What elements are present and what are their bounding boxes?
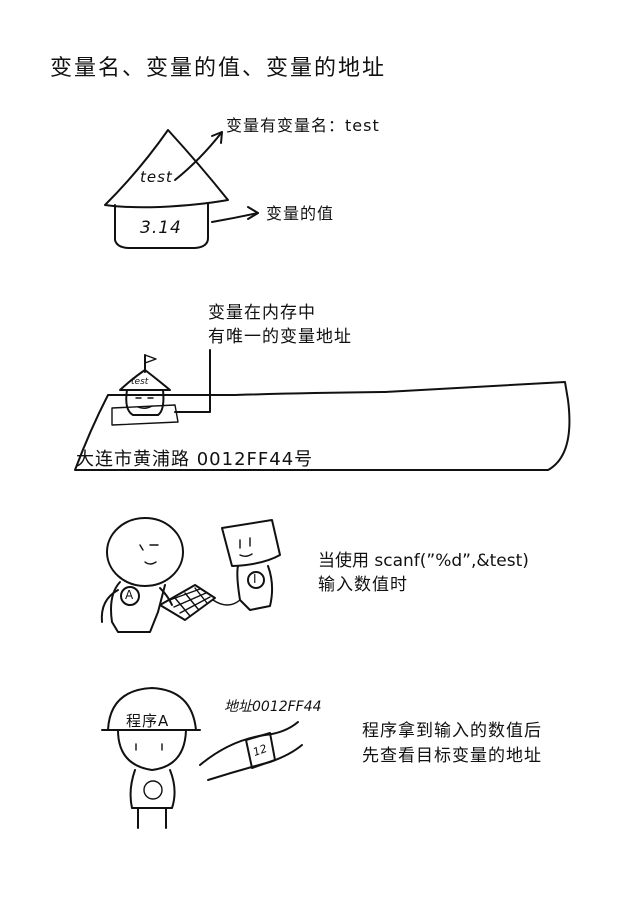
computer-monitor bbox=[221, 519, 281, 567]
input-caption-line1: 当使用 scanf(”%d”,&test) bbox=[318, 551, 529, 571]
small-house-body bbox=[125, 389, 165, 416]
helmet-label: 程序A bbox=[126, 712, 170, 730]
memory-caption-line1: 变量在内存中 bbox=[208, 303, 316, 323]
address-text: 大连市黄浦路 0012FF44号 bbox=[76, 449, 314, 470]
page-title: 变量名、变量的值、变量的地址 bbox=[50, 56, 387, 81]
person-arm-right bbox=[159, 587, 173, 606]
small-house-mouth bbox=[137, 405, 153, 409]
body bbox=[129, 769, 176, 809]
helmet bbox=[107, 687, 197, 731]
computer-badge-circle bbox=[247, 571, 265, 589]
person-badge-letter: A bbox=[125, 588, 134, 602]
house-roof bbox=[104, 129, 229, 209]
pointer-line bbox=[174, 349, 211, 413]
house-body bbox=[114, 202, 209, 249]
face bbox=[117, 729, 187, 771]
callout-variable-name: 变量有变量名：test bbox=[226, 116, 380, 135]
keyboard-cable bbox=[212, 599, 241, 606]
person-badge-circle bbox=[120, 586, 140, 606]
arrow-to-name bbox=[174, 131, 223, 181]
computer-badge-letter: I bbox=[253, 572, 257, 586]
memory-caption-line2: 有唯一的变量地址 bbox=[208, 327, 352, 347]
person-smile bbox=[144, 561, 157, 565]
lookup-caption-line1: 程序拿到输入的数值后 bbox=[362, 721, 542, 741]
held-card bbox=[143, 780, 163, 800]
legs bbox=[137, 807, 167, 829]
computer-body bbox=[236, 565, 274, 611]
person-arm-left bbox=[100, 589, 119, 623]
land-plot bbox=[74, 381, 571, 471]
house-name-label: test bbox=[140, 168, 173, 186]
callout-variable-value: 变量的值 bbox=[266, 204, 335, 223]
address-card bbox=[245, 732, 276, 769]
arrow-to-value bbox=[211, 212, 259, 223]
person-head bbox=[106, 517, 184, 587]
arrow-to-value-head bbox=[247, 206, 259, 220]
person-body bbox=[110, 581, 166, 633]
keyboard bbox=[159, 584, 216, 621]
keyboard-grid bbox=[166, 587, 211, 617]
person-eye-left bbox=[139, 544, 144, 551]
small-house-label: test bbox=[131, 377, 149, 387]
lookup-caption-line2: 先查看目标变量的地址 bbox=[362, 746, 542, 766]
flag bbox=[144, 354, 157, 364]
small-house-roof bbox=[119, 369, 171, 391]
computer-smile bbox=[239, 553, 253, 557]
input-caption-line2: 输入数值时 bbox=[318, 575, 408, 595]
house-value-label: 3.14 bbox=[140, 218, 182, 238]
house-lot bbox=[111, 404, 179, 426]
arrow-to-name-head bbox=[211, 131, 223, 144]
road-sign-address: 地址0012FF44 bbox=[224, 699, 322, 715]
